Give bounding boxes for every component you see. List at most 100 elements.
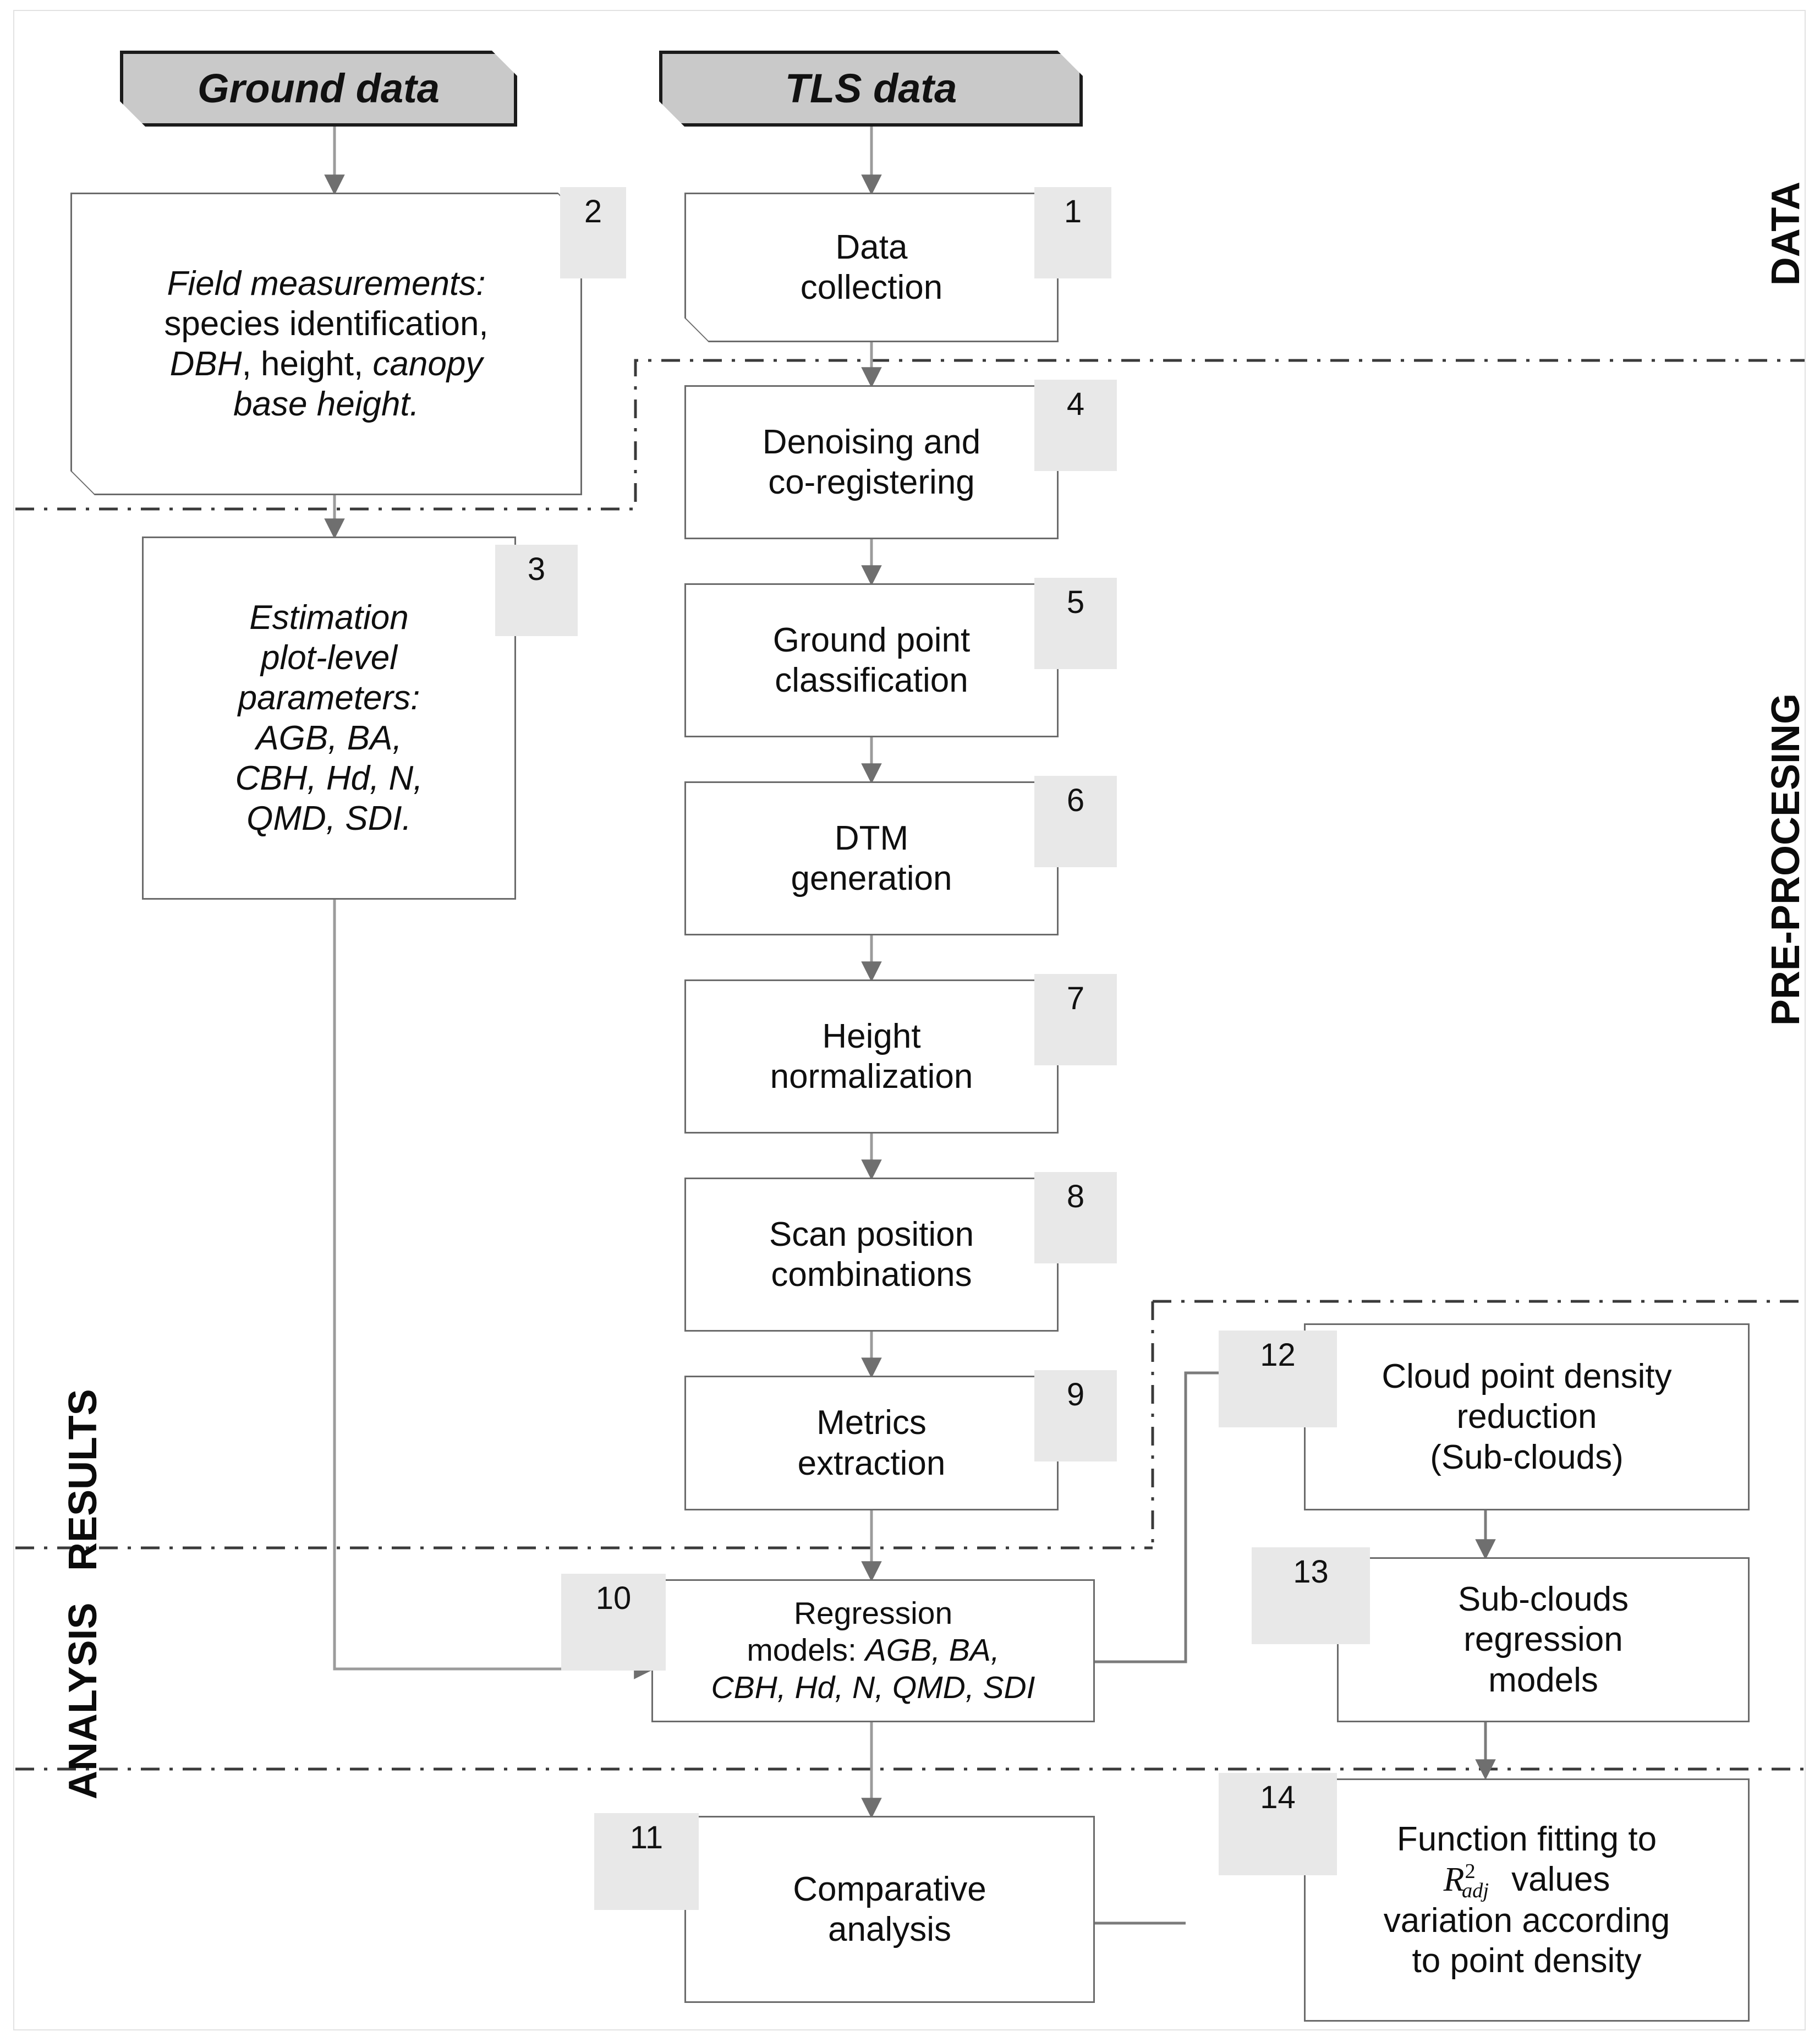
node-sub-clouds-regression-models-label: Sub-clouds regression models [1458, 1579, 1629, 1700]
band-label-results: RESULTS [61, 1389, 106, 1571]
tag-11-value: 11 [629, 1820, 664, 1855]
line: Field measurements: [167, 264, 486, 303]
node-function-fitting[interactable]: Function fitting to R2adj values variati… [1304, 1778, 1750, 2022]
r-squared-adjusted-formula: R2adj [1443, 1859, 1502, 1902]
tag-12-value: 12 [1260, 1337, 1296, 1373]
band-label-results-text: RESULTS [61, 1389, 105, 1571]
line: Function fitting to [1396, 1820, 1657, 1859]
line: reduction [1456, 1398, 1597, 1436]
tag-1-value: 1 [1064, 194, 1082, 229]
line: Scan position [769, 1215, 974, 1253]
line: models: [747, 1633, 865, 1668]
formula-exponent: 2 [1465, 1859, 1476, 1883]
tag-14: 14 [1219, 1773, 1337, 1875]
line: collection [800, 269, 943, 306]
tag-8-value: 8 [1066, 1179, 1085, 1214]
tag-7: 7 [1034, 974, 1117, 1065]
tag-4-value: 4 [1066, 386, 1085, 422]
node-function-fitting-label: Function fitting to R2adj values variati… [1384, 1819, 1670, 1981]
formula-base: R [1443, 1861, 1465, 1899]
tag-8: 8 [1034, 1172, 1117, 1263]
tag-3-value: 3 [527, 551, 546, 587]
line: co-registering [768, 463, 975, 501]
estimation-to-regression-connector [333, 900, 655, 1679]
line: Data [835, 228, 908, 266]
line: , height, [242, 345, 373, 383]
line: DBH [169, 345, 242, 383]
tag-6: 6 [1034, 776, 1117, 867]
line: CBH, Hd, N, [235, 759, 423, 798]
tag-6-value: 6 [1066, 782, 1085, 818]
tag-2-value: 2 [584, 194, 602, 229]
line: canopy [372, 345, 483, 383]
line: Sub-clouds [1457, 1580, 1629, 1619]
line: Estimation [249, 598, 409, 637]
node-estimation-plot-level-label: Estimation plot-level parameters: AGB, B… [235, 598, 423, 839]
line: base height. [233, 385, 419, 424]
node-estimation-plot-level[interactable]: Estimation plot-level parameters: AGB, B… [142, 536, 516, 900]
band-label-data-text: DATA [1764, 182, 1808, 286]
line: regression [1463, 1621, 1623, 1659]
line: values [1501, 1860, 1610, 1899]
line: species identification, [164, 304, 489, 343]
line: plot-level [260, 638, 398, 677]
line: CBH, Hd, N, QMD, SDI [711, 1669, 1035, 1705]
line: analysis [827, 1910, 951, 1948]
line: Metrics [816, 1404, 927, 1442]
band-label-analysis: ANALYSIS [61, 1603, 106, 1799]
line: Ground point [772, 621, 971, 659]
line: Denoising and [762, 423, 981, 461]
tag-9: 9 [1034, 1370, 1117, 1461]
tag-12: 12 [1219, 1331, 1337, 1427]
tag-2: 2 [560, 187, 626, 278]
tag-5-value: 5 [1066, 584, 1085, 620]
tag-13: 13 [1252, 1547, 1370, 1644]
line: combinations [771, 1256, 972, 1294]
tag-4: 4 [1034, 380, 1117, 471]
band-separator-data [15, 359, 1805, 511]
line: normalization [770, 1058, 973, 1096]
source-tls-data-label: TLS data [785, 65, 957, 111]
node-sub-clouds-regression-models[interactable]: Sub-clouds regression models [1337, 1557, 1750, 1722]
line: models [1488, 1661, 1598, 1699]
line: classification [775, 661, 968, 699]
node-field-measurements[interactable]: Field measurements: species identificati… [70, 193, 582, 495]
source-ground-data-label: Ground data [198, 65, 440, 111]
band-label-analysis-text: ANALYSIS [61, 1602, 105, 1799]
diagram-frame [13, 10, 1806, 2030]
source-ground-data: Ground data [120, 51, 517, 127]
line: Regression [793, 1596, 953, 1632]
line: variation according [1383, 1901, 1670, 1940]
tag-5: 5 [1034, 578, 1117, 669]
node-regression-models-label: Regression models: AGB, BA, CBH, Hd, N, … [711, 1595, 1035, 1706]
tag-14-value: 14 [1260, 1780, 1296, 1815]
band-label-data: DATA [1763, 182, 1808, 286]
source-tls-data: TLS data [659, 51, 1083, 127]
tag-9-value: 9 [1066, 1377, 1085, 1413]
line: generation [791, 859, 952, 897]
line: QMD, SDI. [246, 800, 412, 838]
node-cloud-point-density-reduction[interactable]: Cloud point density reduction (Sub-cloud… [1304, 1323, 1750, 1510]
line: AGB, BA, [256, 719, 402, 757]
tag-7-value: 7 [1066, 981, 1085, 1016]
line: DTM [834, 819, 909, 857]
node-regression-models[interactable]: Regression models: AGB, BA, CBH, Hd, N, … [651, 1579, 1095, 1722]
line: Comparative [793, 1870, 986, 1908]
line: Cloud point density [1382, 1357, 1672, 1396]
